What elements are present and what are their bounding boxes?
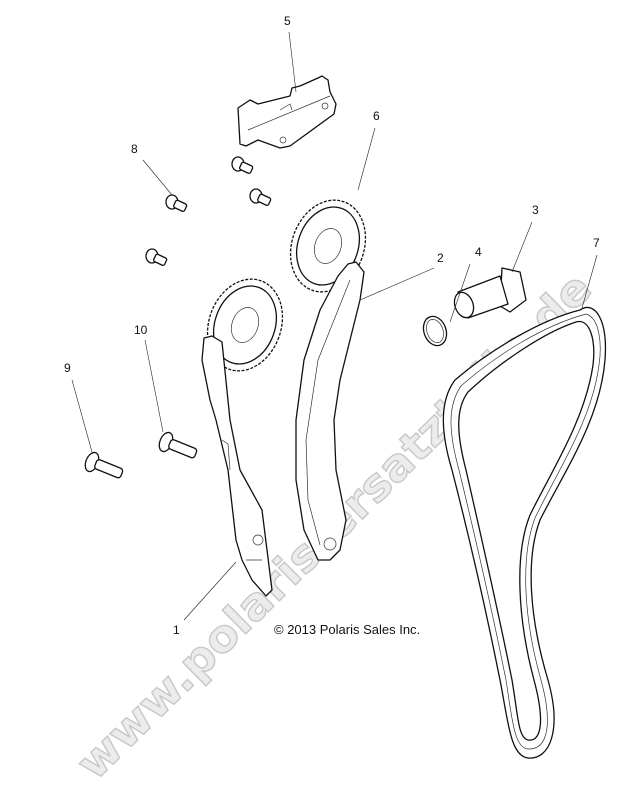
- callout-10[interactable]: 10: [134, 323, 148, 337]
- part-4-o-ring[interactable]: [420, 313, 451, 349]
- leader-lines: [71, 31, 598, 621]
- callout-8[interactable]: 8: [131, 142, 138, 156]
- callout-9[interactable]: 9: [64, 361, 71, 375]
- part-9-bolt[interactable]: [83, 450, 126, 483]
- callout-5[interactable]: 5: [284, 14, 291, 28]
- callout-2[interactable]: 2: [437, 251, 444, 265]
- part-5-upper-guide[interactable]: [237, 75, 337, 149]
- callout-6[interactable]: 6: [373, 109, 380, 123]
- part-8-bolts[interactable]: [145, 156, 272, 266]
- callout-1[interactable]: 1: [173, 623, 180, 637]
- part-6-sprockets[interactable]: [195, 190, 378, 382]
- callout-3[interactable]: 3: [532, 203, 539, 217]
- callout-7[interactable]: 7: [593, 236, 600, 250]
- part-7-timing-chain[interactable]: [442, 306, 607, 759]
- part-10-bolt[interactable]: [157, 430, 200, 463]
- copyright-text: © 2013 Polaris Sales Inc.: [274, 622, 420, 637]
- part-1-chain-guide[interactable]: [201, 335, 273, 597]
- part-3-tensioner[interactable]: [451, 267, 527, 320]
- callout-4[interactable]: 4: [475, 245, 482, 259]
